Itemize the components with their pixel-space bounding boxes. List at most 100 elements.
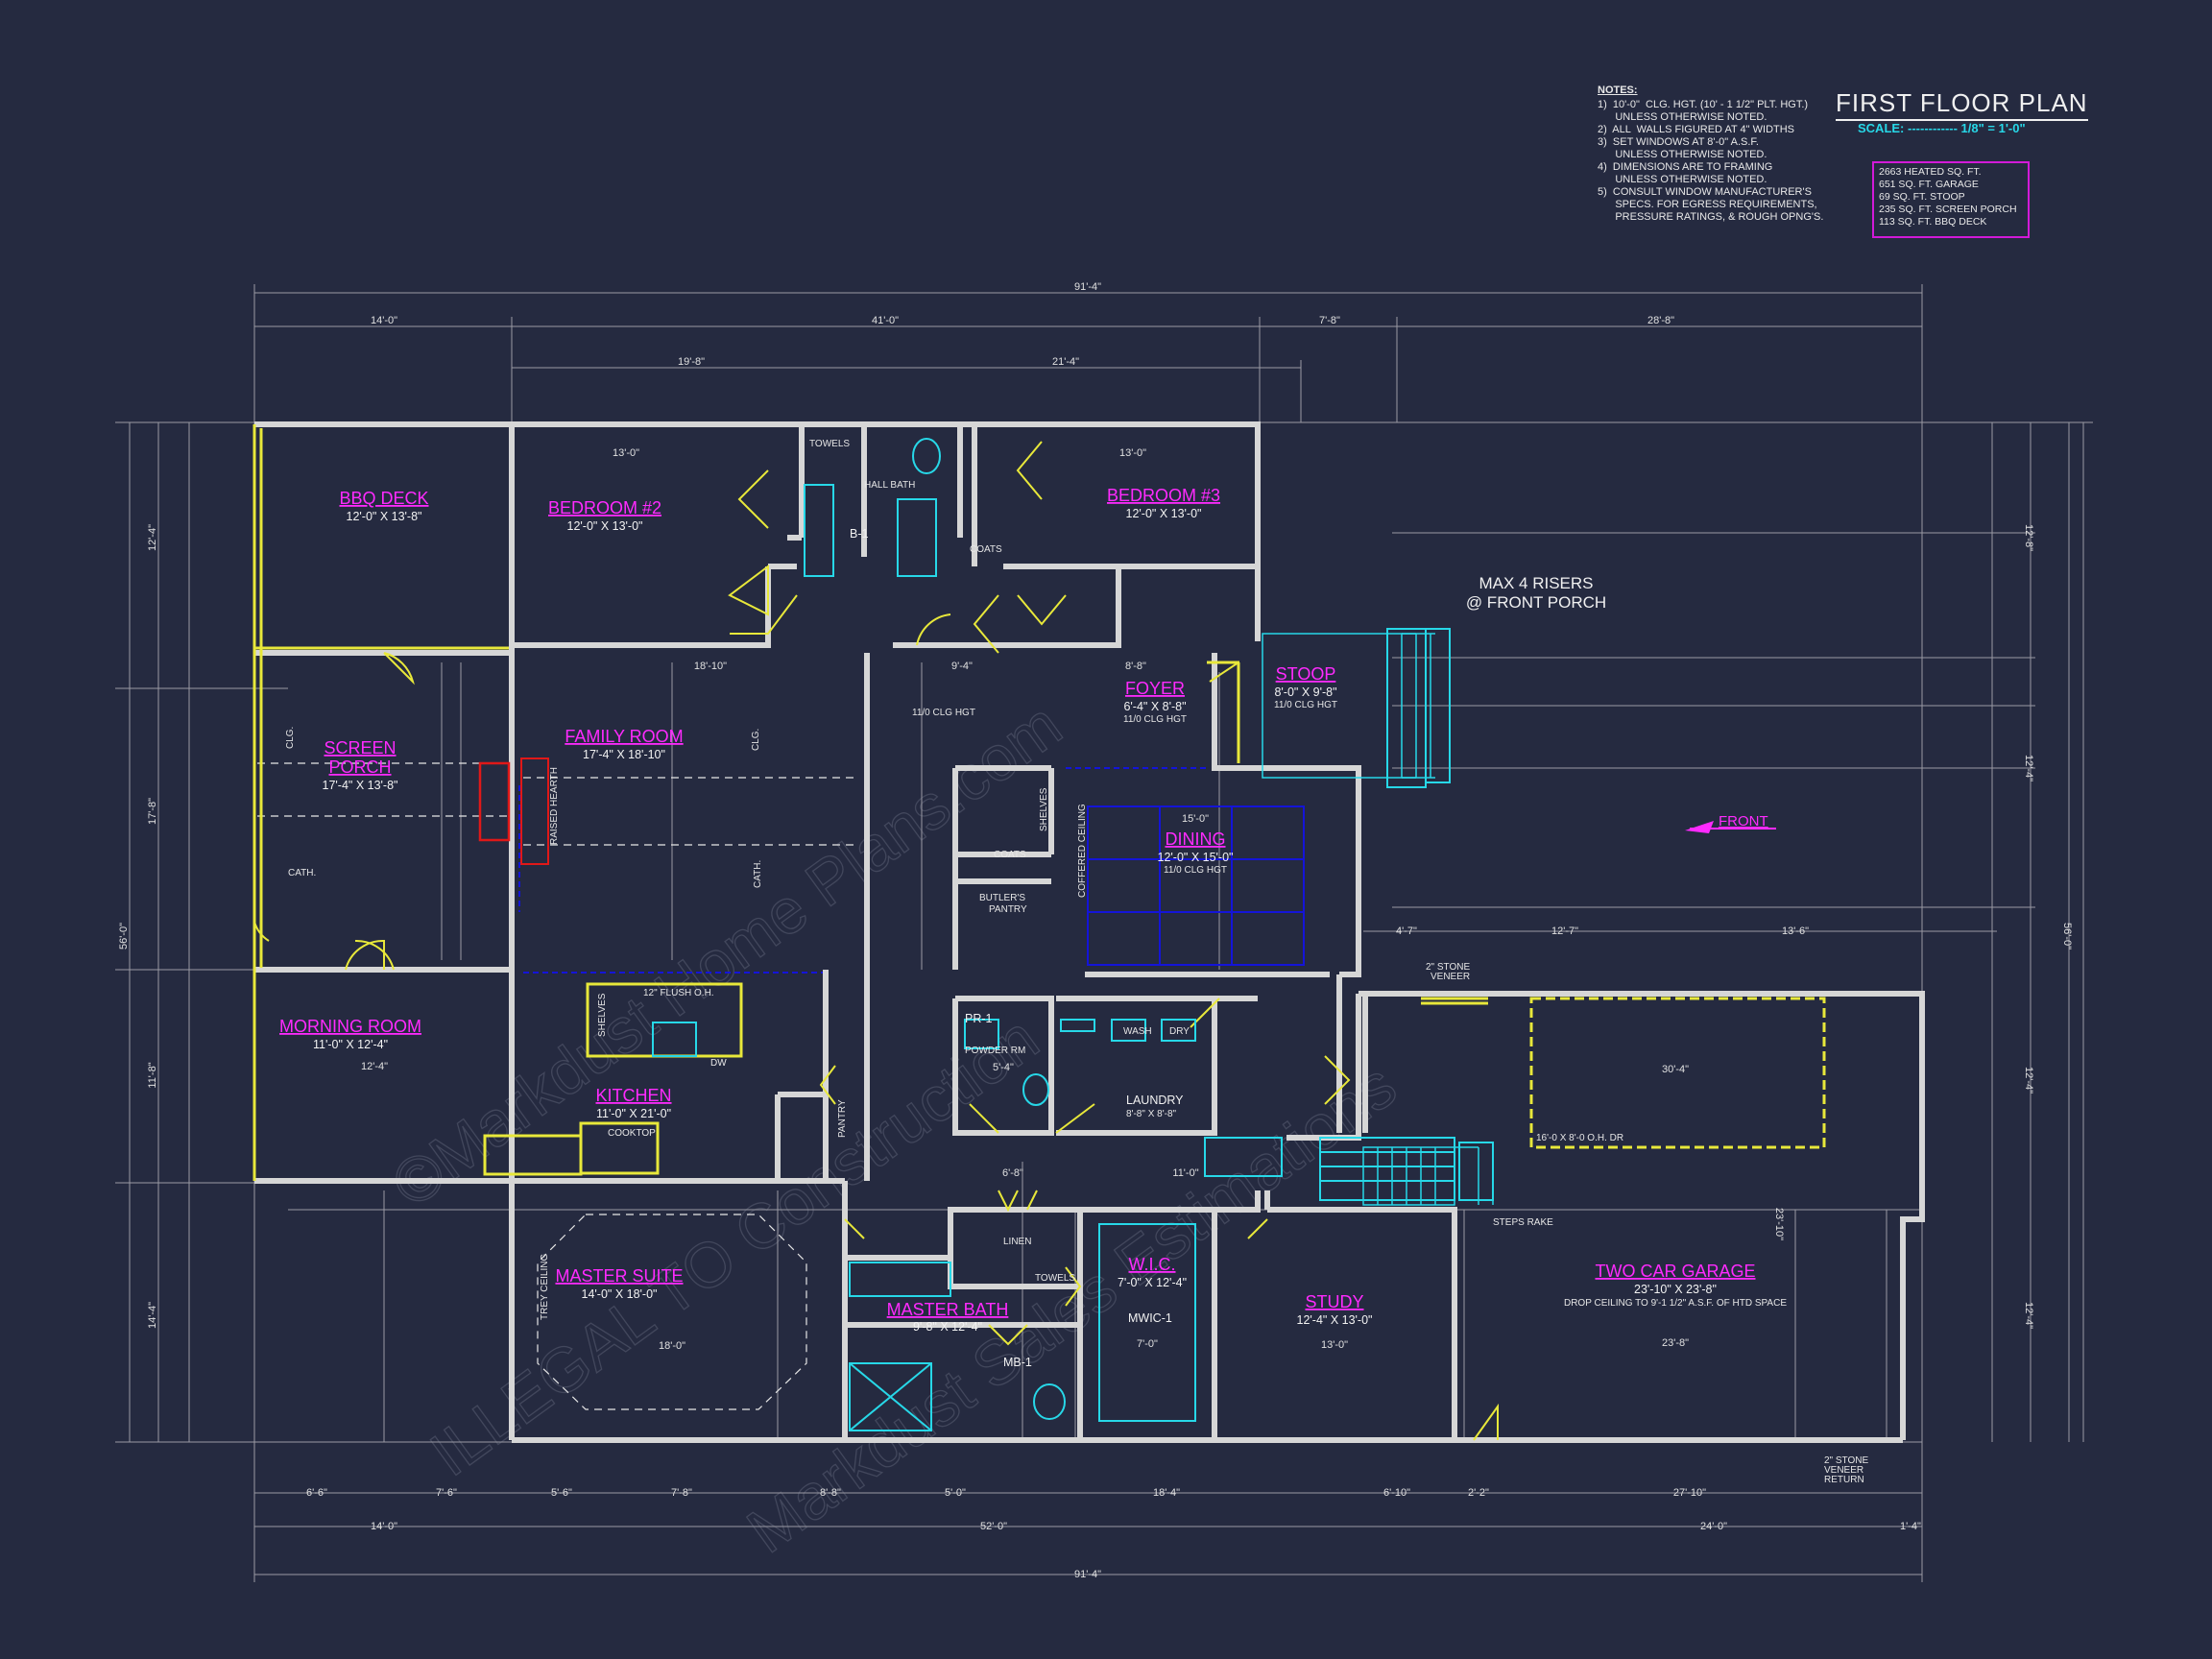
laundry-label: LAUNDRY — [1126, 1094, 1184, 1107]
dining-size: 12'-0" X 15'-0" — [1158, 851, 1234, 864]
front-arrow: FRONT — [1685, 813, 1776, 833]
dim-bot-i: 2'-2" — [1468, 1487, 1489, 1499]
risers-note: MAX 4 RISERS — [1479, 574, 1593, 592]
dim-bot-h: 6'-10" — [1383, 1487, 1410, 1499]
area-schedule: 2663 HEATED SQ. FT. 651 SQ. FT. GARAGE 6… — [1872, 161, 2030, 238]
note-line: 5) CONSULT WINDOW MANUFACTURER'S — [1598, 186, 1812, 198]
stone-veneer-label-2: VENEER — [1431, 972, 1470, 982]
dim-foyer-width: 8'-8" — [1125, 661, 1146, 672]
dim-right-overall: 56'-0" — [2061, 923, 2073, 950]
washer-label: WASH — [1123, 1026, 1152, 1037]
dining-name: DINING — [1166, 830, 1226, 849]
door-swings — [253, 441, 1499, 1441]
bbq-deck-size: 12'-0" X 13'-8" — [347, 510, 422, 523]
master-bath-name: MASTER BATH — [887, 1300, 1009, 1319]
dim-bot2-b: 52'-0" — [980, 1521, 1007, 1532]
dim-bot2-c: 24'-0" — [1700, 1521, 1727, 1532]
dim-wic-width: 7'-0" — [1137, 1338, 1158, 1350]
master-bath-size: 9'-8" X 12'-4" — [913, 1320, 982, 1334]
cathedral-label: CATH. — [288, 868, 316, 878]
dim-12-7: 12'-7" — [1551, 926, 1578, 937]
dim-top-b: 41'-0" — [872, 315, 899, 326]
powder-label: POWDER RM — [965, 1046, 1025, 1056]
coats-label: COATS — [994, 850, 1026, 860]
linen-label: LINEN — [1003, 1237, 1031, 1247]
screen-porch-name: SCREEN — [324, 738, 396, 757]
family-room-size: 17'-4" X 18'-10" — [583, 748, 665, 761]
front-label: FRONT — [1719, 813, 1768, 830]
dim-top-d: 28'-8" — [1647, 315, 1674, 326]
dim-dining-width: 15'-0" — [1182, 813, 1209, 825]
master-suite-name: MASTER SUITE — [555, 1266, 683, 1286]
dim-garage-width-2: 23'-8" — [1662, 1337, 1689, 1349]
towels-label-2: TOWELS — [809, 439, 850, 449]
note-line: SPECS. FOR EGRESS REQUIREMENTS, — [1598, 199, 1817, 210]
shelves-label-2: SHELVES — [1039, 787, 1049, 831]
dryer-label: DRY — [1169, 1026, 1190, 1037]
overhead-door-label: 16'-0 X 8'-0 O.H. DR — [1536, 1133, 1623, 1143]
dim-bot-a: 6'-6" — [306, 1487, 327, 1499]
dim-hall-width: 9'-4" — [951, 661, 973, 672]
flush-label: 12" FLUSH O.H. — [643, 988, 714, 998]
dim-right-c: 12'-4" — [2023, 1067, 2034, 1094]
dim-bot2-a: 14'-0" — [371, 1521, 397, 1532]
walls — [254, 421, 1925, 1443]
bedroom-2-name: BEDROOM #2 — [548, 498, 661, 517]
pantry-label-2: PANTRY — [837, 1099, 848, 1138]
note-line: PRESSURE RATINGS, & ROUGH OPNG'S. — [1598, 211, 1824, 223]
annotations: MAX 4 RISERS @ FRONT PORCH HALL BATH B-1… — [285, 439, 1868, 1485]
dim-garage-width: 30'-4" — [1662, 1064, 1689, 1075]
stone-return-label-3: RETURN — [1824, 1475, 1864, 1485]
foyer-ceiling: 11/0 CLG HGT — [1123, 714, 1187, 725]
bedroom-3-size: 12'-0" X 13'-0" — [1126, 507, 1202, 520]
porch-framing — [252, 424, 1826, 1181]
garage-ceiling-note: DROP CEILING TO 9'-1 1/2" A.S.F. OF HTD … — [1564, 1298, 1787, 1309]
overhead-lines — [257, 762, 859, 1410]
master-bath-tag: MB-1 — [1003, 1356, 1032, 1369]
foyer-name: FOYER — [1125, 679, 1185, 698]
note-line: UNLESS OTHERWISE NOTED. — [1598, 149, 1767, 160]
stone-return-label-2: VENEER — [1824, 1465, 1863, 1476]
dim-left-overall: 56'-0" — [118, 923, 130, 950]
steps-rake-label: STEPS RAKE — [1493, 1217, 1553, 1228]
dim-13-6: 13'-6" — [1782, 926, 1809, 937]
coffered-label: COFFERED CEILING — [1077, 804, 1088, 898]
kitchen-name: KITCHEN — [595, 1086, 671, 1105]
dim-family-width: 18'-10" — [694, 661, 727, 672]
stoop-ceiling: 11/0 CLG HGT — [1274, 700, 1337, 710]
ceiling-height-label: 11/0 CLG HGT — [912, 708, 975, 718]
note-line: 3) SET WINDOWS AT 8'-0" A.S.F. — [1598, 136, 1759, 148]
powder-tag: PR-1 — [965, 1012, 993, 1025]
room-labels: BBQ DECK 12'-0" X 13'-8" BEDROOM #2 12'-… — [279, 486, 1787, 1334]
ceiling-label-2: CLG. — [751, 729, 761, 751]
dim-master-width: 18'-0" — [659, 1340, 685, 1352]
dim-4-7: 4'-7" — [1396, 926, 1417, 937]
hall-bath-label: HALL BATH — [864, 480, 915, 491]
dim-left-b: 17'-8" — [147, 798, 158, 825]
morning-room-name: MORNING ROOM — [279, 1017, 421, 1036]
fireplace — [478, 757, 549, 865]
dim-bot-c: 5'-6" — [551, 1487, 572, 1499]
bedroom-3-name: BEDROOM #3 — [1107, 486, 1220, 505]
towels-label: TOWELS — [1035, 1273, 1075, 1284]
hearth-label: RAISED HEARTH — [549, 767, 560, 845]
butlers-label: BUTLER'S — [979, 893, 1025, 903]
screen-porch-name-2: PORCH — [328, 757, 391, 777]
dim-bot-b: 7'-6" — [436, 1487, 457, 1499]
dim-powder-width: 5'-4" — [993, 1062, 1014, 1073]
coats-label-2: COATS — [970, 544, 1002, 555]
watermark: ©Markdust Home Plans.com ILLEGAL TO Cons… — [378, 688, 1409, 1567]
note-line: UNLESS OTHERWISE NOTED. — [1598, 111, 1767, 123]
note-line: UNLESS OTHERWISE NOTED. — [1598, 174, 1767, 185]
bbq-deck-name: BBQ DECK — [339, 489, 428, 508]
dim-morning-width: 12'-4" — [361, 1061, 388, 1072]
dim-left-a: 12'-4" — [147, 524, 158, 551]
shelves-label: SHELVES — [597, 993, 608, 1037]
dim-hall-6-8: 6'-8" — [1002, 1167, 1023, 1179]
dim-left-c: 11'-8" — [147, 1062, 158, 1088]
garage-size: 23'-10" X 23'-8" — [1634, 1283, 1717, 1296]
dishwasher-label: DW — [710, 1058, 727, 1069]
dim-bot-d: 7'-8" — [671, 1487, 692, 1499]
plan-title: FIRST FLOOR PLAN — [1836, 88, 2088, 121]
